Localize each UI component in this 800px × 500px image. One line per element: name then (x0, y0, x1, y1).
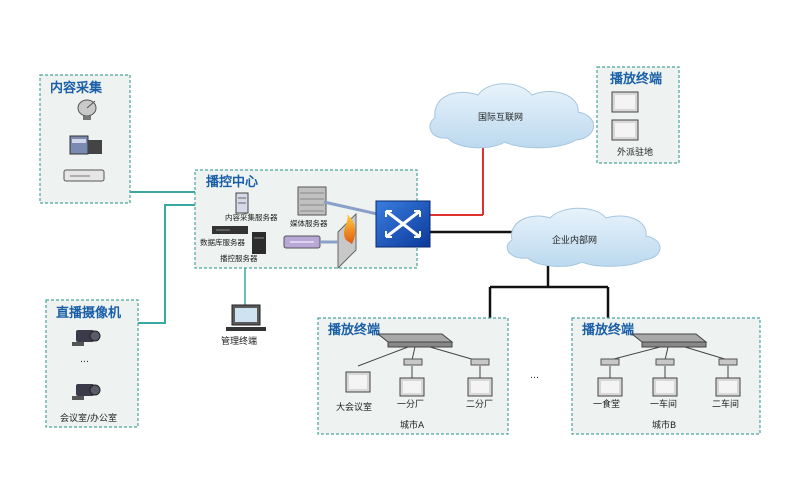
set-top-box-icon (63, 169, 105, 182)
middle-ellipsis: … (530, 371, 539, 381)
city-a-terminal-2: 一分厂 (397, 399, 424, 410)
internet-label: 国际互联网 (478, 112, 523, 123)
intranet-cloud: 企业内部网 (506, 207, 661, 267)
content-server-icon (235, 192, 249, 214)
tv-icon (652, 377, 678, 397)
camera-icon (72, 330, 101, 346)
live-camera-title: 直播摄像机 (56, 305, 121, 321)
capture-device-icon (69, 135, 102, 155)
management-terminal-icon (226, 304, 266, 331)
city-b-terminal-2: 一车间 (650, 398, 677, 410)
database-server-icon (212, 226, 248, 234)
city-b-terminal-title: 播放终端 (582, 322, 634, 338)
city-b-terminal-3: 二车间 (712, 398, 739, 410)
city-a-terminal-3: 二分厂 (466, 399, 493, 410)
content-collection-title: 内容采集 (50, 80, 103, 96)
content-server-label: 内容采集服务器 (225, 212, 278, 222)
content-collection-box: 内容采集 (39, 74, 131, 204)
mini-switch-icon (403, 358, 423, 366)
remote-terminal-box: 播放终端 外派驻地 (596, 66, 680, 164)
management-terminal-label: 管理终端 (221, 335, 257, 347)
media-server-icon (297, 186, 327, 216)
remote-site-label: 外派驻地 (617, 146, 653, 158)
control-server-icon (252, 232, 266, 254)
switch-icon (376, 333, 454, 348)
camera-location: 会议室/办公室 (60, 412, 117, 424)
satellite-dish-icon (77, 99, 97, 120)
city-b-terminal-box: 播放终端 (571, 317, 761, 435)
city-a-terminal-box: 播放终端 大会议室 一分厂 (317, 317, 509, 435)
control-center-title: 播控中心 (206, 174, 258, 190)
tv-icon (611, 119, 639, 141)
branch-lines (357, 346, 481, 378)
core-switch-icon (375, 200, 431, 248)
live-camera-box: 直播摄像机 … 会议室/办公室 (45, 299, 139, 428)
switch-icon (630, 333, 708, 348)
tv-icon (345, 371, 371, 393)
tv-icon (597, 377, 623, 397)
city-b-terminal-1: 一食堂 (593, 398, 620, 410)
camera-icon (72, 384, 101, 400)
tv-icon (467, 377, 493, 397)
tv-icon (611, 91, 639, 113)
mini-switch-icon (655, 358, 675, 366)
city-b-label: 城市B (652, 419, 676, 431)
remote-terminal-title: 播放终端 (610, 71, 662, 87)
database-server-label: 数据库服务器 (200, 237, 245, 247)
city-a-label: 城市A (400, 419, 425, 431)
camera-ellipsis: … (80, 355, 89, 365)
city-a-terminal-title: 播放终端 (328, 322, 380, 338)
router-icon (283, 235, 321, 249)
intranet-label: 企业内部网 (552, 234, 597, 246)
city-a-terminal-1: 大会议室 (336, 401, 372, 413)
tv-icon (399, 377, 425, 397)
tv-icon (715, 377, 741, 397)
mini-switch-icon (718, 358, 738, 366)
mini-switch-icon (470, 358, 490, 366)
internet-cloud: 国际互联网 (429, 83, 594, 149)
control-server-label: 播控服务器 (220, 253, 258, 263)
mini-switch-icon (600, 358, 620, 366)
branch-lines (609, 346, 729, 378)
media-server-label: 媒体服务器 (290, 218, 328, 228)
firewall-icon (337, 212, 357, 270)
